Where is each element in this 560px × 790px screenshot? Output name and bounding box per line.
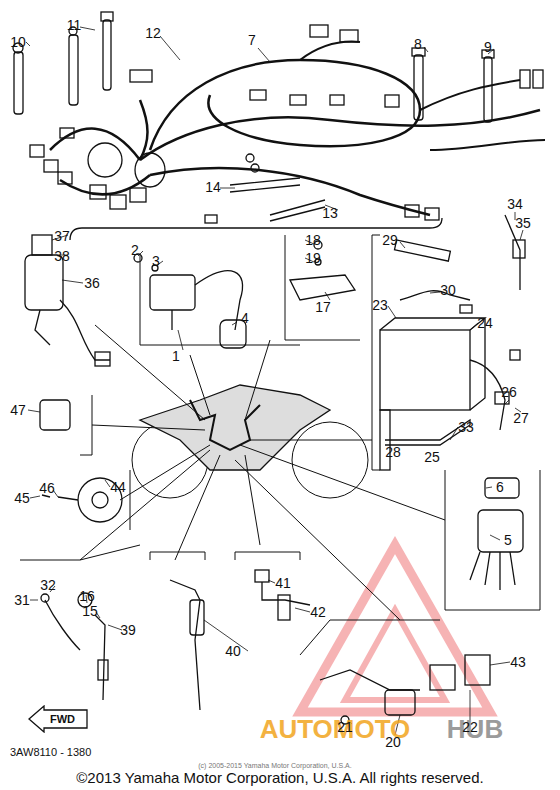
copyright-note: (c) 2005-2015 Yamaha Motor Corporation, … — [198, 762, 351, 769]
callout-number: 40 — [225, 644, 241, 658]
arrow-shape — [29, 706, 87, 732]
callout-number: 45 — [14, 491, 30, 505]
diagram-code: 3AW8110 - 1380 — [10, 747, 91, 758]
callout-number: 7 — [248, 33, 256, 47]
callout-number: 22 — [462, 720, 478, 734]
callout-number: 15 — [82, 604, 98, 618]
callout-number: 16 — [79, 589, 95, 603]
arrow-label: FWD — [50, 713, 75, 725]
callout-number: 44 — [110, 480, 126, 494]
callout-number: 24 — [477, 316, 493, 330]
callout-number: 35 — [515, 216, 531, 230]
callout-number: 29 — [382, 233, 398, 247]
callout-number: 2 — [131, 243, 139, 257]
callout-number: 30 — [440, 283, 456, 297]
callout-number: 37 — [54, 229, 70, 243]
callout-number: 10 — [10, 35, 26, 49]
callout-number: 38 — [54, 249, 70, 263]
callout-number: 20 — [385, 735, 401, 749]
callout-number: 18 — [305, 233, 321, 247]
callout-number: 36 — [84, 276, 100, 290]
callout-number: 17 — [315, 300, 331, 314]
callout-number: 34 — [507, 197, 523, 211]
callout-number: 31 — [14, 593, 30, 607]
watermark-logo — [300, 545, 490, 712]
callout-number: 21 — [337, 720, 353, 734]
callout-number: 1 — [172, 349, 180, 363]
callout-number: 5 — [504, 533, 512, 547]
callout-number: 19 — [305, 251, 321, 265]
callout-number: 23 — [372, 298, 388, 312]
callout-number: 28 — [385, 445, 401, 459]
callout-number: 41 — [275, 576, 291, 590]
callout-number: 13 — [322, 206, 338, 220]
caption: ©2013 Yamaha Motor Corporation, U.S.A. A… — [76, 770, 483, 785]
callout-number: 47 — [10, 403, 26, 417]
callout-number: 27 — [513, 411, 529, 425]
callout-number: 4 — [241, 311, 249, 325]
callout-number: 8 — [414, 37, 422, 51]
parts — [20, 215, 540, 724]
callout-number: 14 — [205, 180, 221, 194]
leader-lines — [26, 27, 523, 735]
wire-harness — [13, 12, 545, 240]
callout-number: 42 — [310, 605, 326, 619]
callout-number: 9 — [484, 40, 492, 54]
callout-number: 33 — [458, 420, 474, 434]
callout-number: 26 — [501, 385, 517, 399]
callout-number: 25 — [424, 450, 440, 464]
callout-number: 6 — [496, 480, 504, 494]
callout-number: 11 — [67, 18, 82, 32]
callout-number: 3 — [152, 254, 160, 268]
callout-number: 32 — [40, 578, 56, 592]
callout-number: 12 — [145, 26, 161, 40]
callout-number: 46 — [39, 481, 55, 495]
direction-arrow: FWD — [28, 705, 88, 733]
callout-number: 43 — [510, 655, 526, 669]
callout-number: 39 — [120, 623, 136, 637]
